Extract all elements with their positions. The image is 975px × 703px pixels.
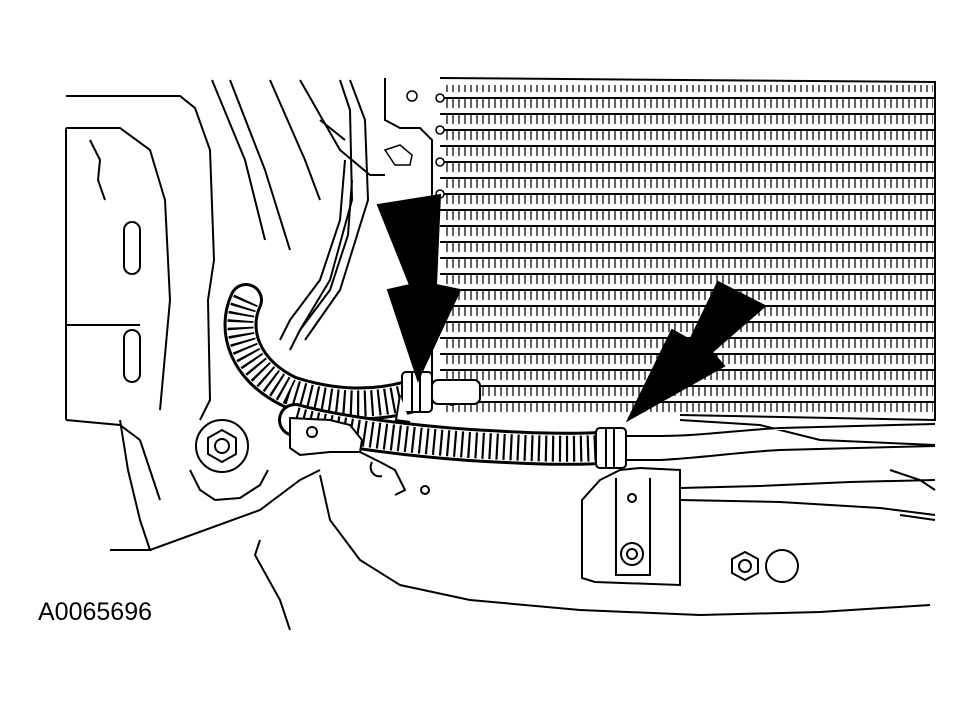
hose-upper	[223, 283, 429, 421]
frame-structure-lines	[211, 79, 385, 341]
wire	[279, 159, 353, 351]
bolt-right	[731, 549, 799, 583]
clamp-upper	[394, 371, 481, 423]
clamp-lower	[595, 423, 936, 469]
frame-bracket-left	[65, 95, 216, 441]
condenser-core	[383, 77, 936, 422]
lower-body-outline	[110, 419, 931, 631]
figure-id-label: A0065696	[38, 598, 153, 626]
hose-end-bracket	[289, 416, 430, 496]
callout-arrow-down-left-icon	[625, 280, 767, 423]
bolt-left	[195, 419, 249, 473]
right-lower-structure	[679, 419, 936, 521]
callout-arrow-down-icon	[376, 193, 462, 383]
hose-bracket	[581, 466, 681, 587]
